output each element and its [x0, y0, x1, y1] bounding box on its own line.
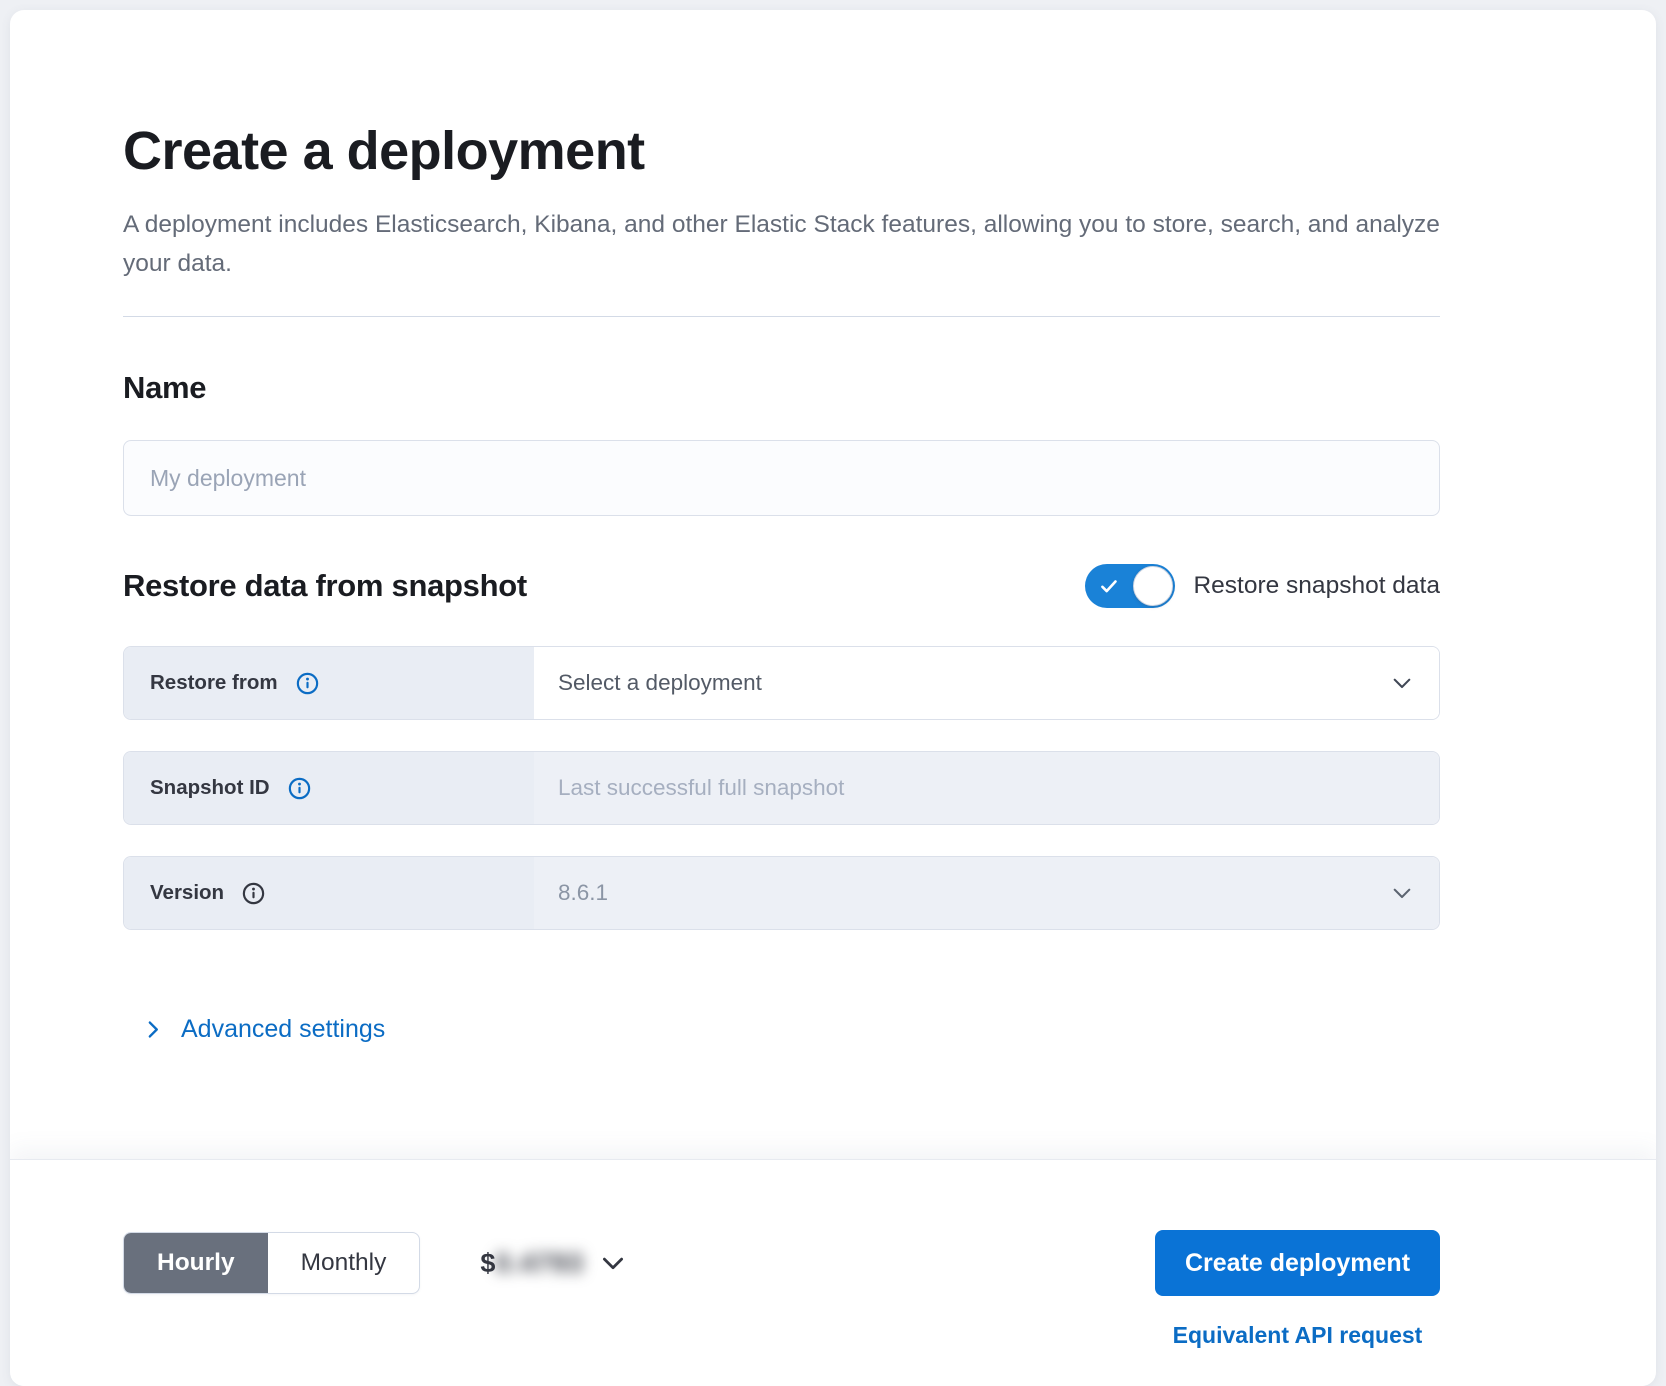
- price-value: $0.4793: [480, 1248, 584, 1279]
- version-value: 8.6.1: [558, 880, 609, 905]
- advanced-settings-link[interactable]: Advanced settings: [143, 1012, 385, 1046]
- snapshot-id-label: Snapshot ID: [150, 776, 270, 799]
- toggle-thumb: [1133, 566, 1174, 606]
- check-icon: [1101, 580, 1118, 593]
- billing-monthly-button[interactable]: Monthly: [268, 1233, 420, 1293]
- pricing-controls: Hourly Monthly $0.4793: [123, 1230, 626, 1296]
- restore-from-label: Restore from: [150, 671, 278, 694]
- restore-from-value: Select a deployment: [558, 670, 762, 695]
- snapshot-id-input[interactable]: [558, 752, 1415, 824]
- chevron-down-icon: [1393, 678, 1411, 689]
- info-icon[interactable]: [242, 882, 265, 905]
- restore-from-select[interactable]: Select a deployment: [534, 647, 1439, 719]
- snapshot-id-row: Snapshot ID: [123, 751, 1440, 825]
- divider: [123, 316, 1440, 317]
- advanced-settings-label: Advanced settings: [181, 1015, 386, 1043]
- page-subtitle: A deployment includes Elasticsearch, Kib…: [123, 211, 1440, 277]
- restore-snapshot-toggle[interactable]: [1085, 564, 1176, 608]
- page-title: Create a deployment: [123, 121, 645, 181]
- deployment-name-input[interactable]: [123, 440, 1440, 516]
- bottom-bar: Hourly Monthly $0.4793 Create deployment…: [10, 1160, 1656, 1386]
- version-row: Version 8.6.1: [123, 856, 1440, 930]
- snapshot-section-header: Restore data from snapshot Restore snaps…: [123, 564, 1440, 608]
- billing-hourly-button[interactable]: Hourly: [124, 1233, 268, 1293]
- snapshot-id-field: [534, 752, 1439, 824]
- snapshot-form: Restore from Select a deployment: [123, 646, 1440, 930]
- restore-from-label-cell: Restore from: [124, 647, 534, 719]
- info-icon[interactable]: [296, 672, 319, 695]
- chevron-down-icon: [603, 1257, 624, 1270]
- restore-snapshot-toggle-label: Restore snapshot data: [1193, 572, 1440, 599]
- version-label-cell: Version: [124, 857, 534, 929]
- price-expander[interactable]: $0.4793: [480, 1248, 626, 1279]
- create-deployment-button[interactable]: Create deployment: [1155, 1230, 1440, 1296]
- billing-period-toggle: Hourly Monthly: [123, 1232, 421, 1294]
- chevron-right-icon: [148, 1020, 158, 1038]
- restore-from-row: Restore from Select a deployment: [123, 646, 1440, 720]
- info-icon[interactable]: [288, 777, 311, 800]
- version-label: Version: [150, 881, 225, 904]
- submit-area: Create deployment Equivalent API request: [1155, 1230, 1440, 1349]
- snapshot-section-heading: Restore data from snapshot: [123, 568, 527, 603]
- price-amount-blurred: 0.4793: [495, 1247, 585, 1278]
- restore-snapshot-toggle-row: Restore snapshot data: [1085, 564, 1440, 608]
- currency-symbol: $: [480, 1247, 496, 1278]
- main-content: Create a deployment A deployment include…: [10, 10, 1656, 1160]
- chevron-down-icon: [1393, 888, 1411, 899]
- version-select[interactable]: 8.6.1: [534, 857, 1439, 929]
- snapshot-id-label-cell: Snapshot ID: [124, 752, 534, 824]
- name-section-heading: Name: [123, 370, 207, 405]
- deployment-card: Create a deployment A deployment include…: [10, 10, 1656, 1386]
- equivalent-api-request-link[interactable]: Equivalent API request: [1172, 1322, 1423, 1348]
